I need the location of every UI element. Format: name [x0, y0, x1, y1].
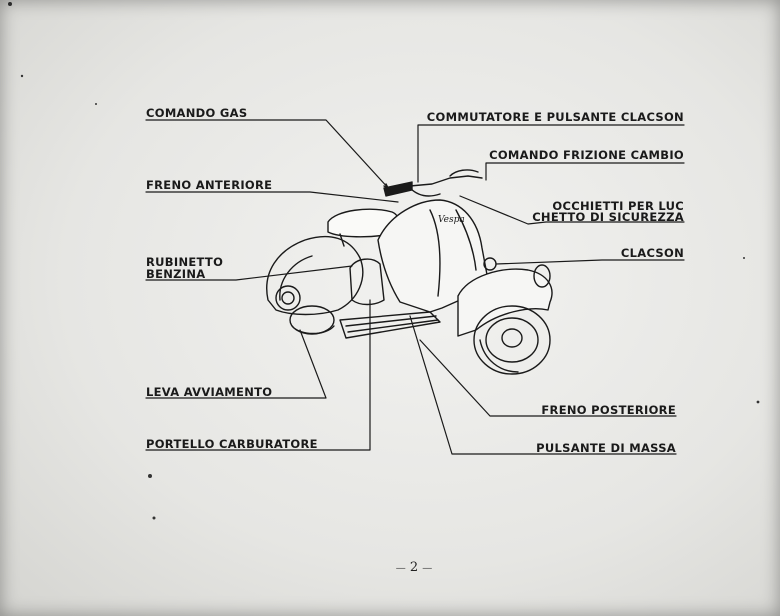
label-comando-gas: COMANDO GAS	[146, 106, 248, 120]
horn	[483, 257, 497, 271]
cowl-emblem	[275, 285, 301, 311]
label-occhietti-line2: CHETTO DI SICUREZZA	[532, 210, 684, 224]
label-benzina: BENZINA	[146, 267, 206, 281]
label-portello-carburatore: PORTELLO CARBURATORE	[146, 437, 318, 451]
leader-lines	[145, 119, 685, 455]
front-wheel	[473, 305, 551, 375]
label-rubinetto: RUBINETTO	[146, 255, 224, 269]
label-freno-posteriore: FRENO POSTERIORE	[541, 403, 676, 417]
page-number: — 2 —	[395, 560, 433, 575]
vespa-script: Vespa	[438, 215, 465, 225]
label-freno-anteriore: FRENO ANTERIORE	[146, 178, 273, 192]
label-pulsante-massa: PULSANTE DI MASSA	[536, 441, 676, 455]
print-specks	[8, 2, 760, 520]
floorboard	[339, 311, 441, 339]
label-occhietti-line1: OCCHIETTI PER LUC	[552, 199, 684, 213]
leg-shield	[377, 199, 489, 313]
rear-cowl	[266, 235, 364, 316]
label-leva-avviamento: LEVA AVVIAMENTO	[146, 385, 273, 399]
label-commutatore: COMMUTATORE E PULSANTE CLACSON	[426, 110, 684, 124]
label-clacson: CLACSON	[620, 246, 684, 260]
label-comando-frizione: COMANDO FRIZIONE CAMBIO	[489, 148, 684, 162]
page-number-value: 2	[409, 560, 419, 575]
